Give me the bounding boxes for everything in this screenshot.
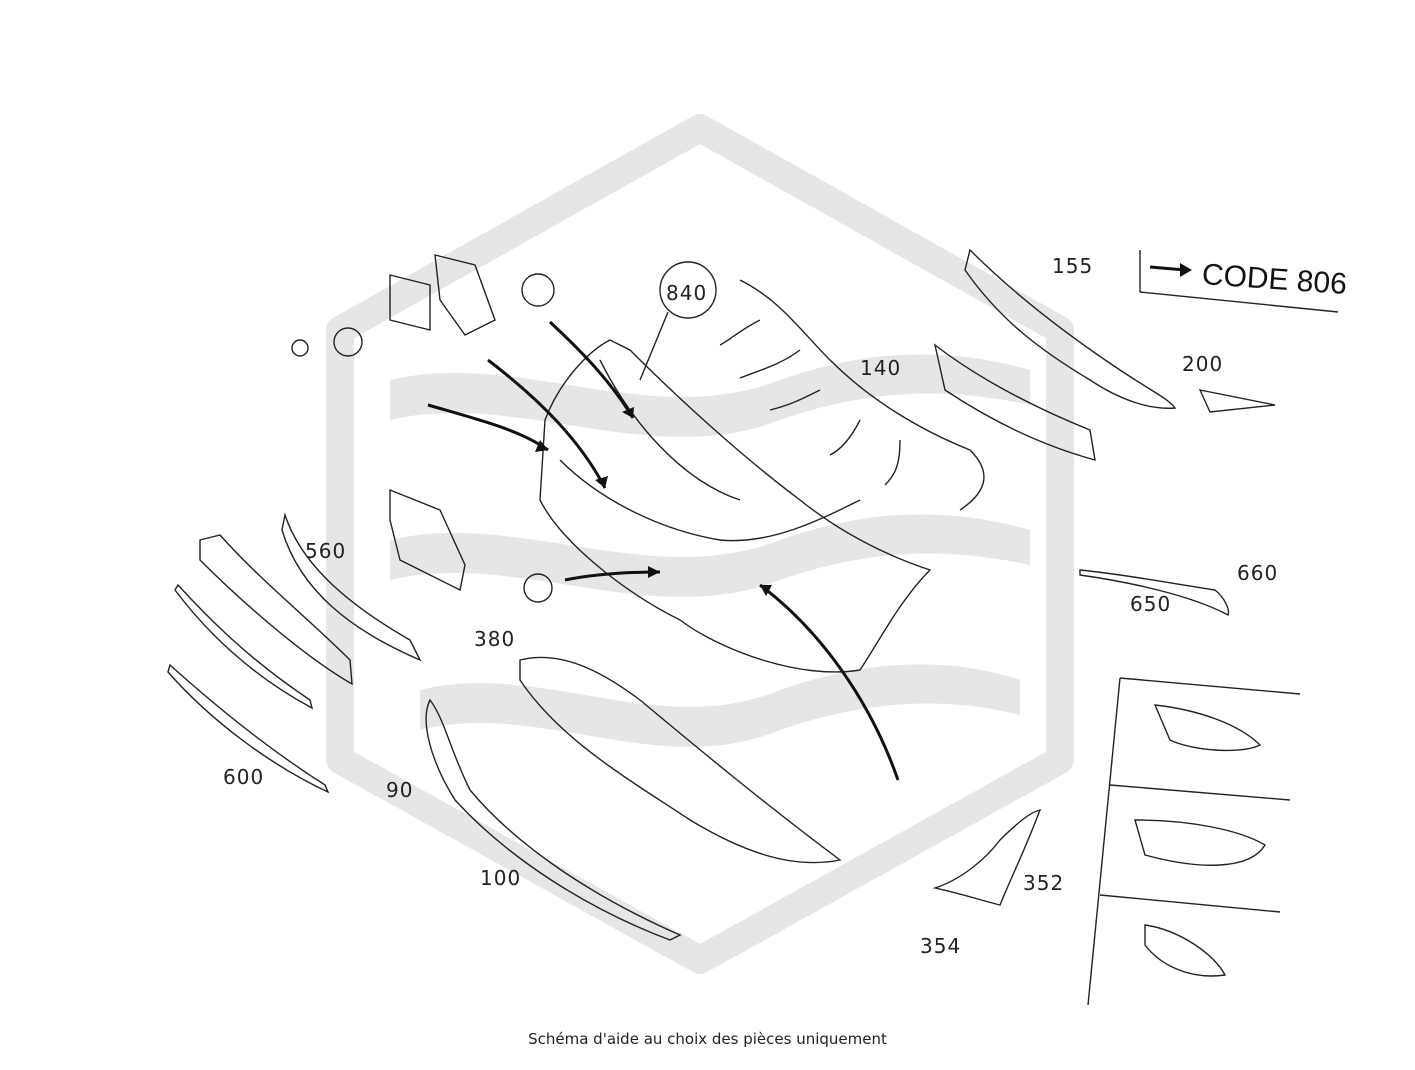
callout-600: 600 <box>223 765 265 789</box>
upper-rail <box>964 248 1177 409</box>
diagram-caption: Schéma d'aide au choix des pièces unique… <box>528 1030 887 1048</box>
callout-650: 650 <box>1130 592 1172 616</box>
callout-352: 352 <box>1023 871 1065 895</box>
parts-lines <box>167 248 1339 1006</box>
callout-380: 380 <box>474 627 516 651</box>
insert-top <box>1153 704 1262 752</box>
arrow-heads <box>535 263 1192 596</box>
callout-560: 560 <box>305 539 347 563</box>
spoiler-100 <box>425 698 682 941</box>
callout-840: 840 <box>666 281 708 305</box>
callout-200: 200 <box>1182 352 1224 376</box>
trim-strip-600 <box>167 663 330 794</box>
callout-100: 100 <box>480 866 522 890</box>
insert-mid <box>1134 819 1266 866</box>
plate-holder <box>389 488 466 592</box>
sensor-module <box>389 274 431 331</box>
grille-mesh <box>199 534 353 686</box>
callout-140: 140 <box>860 356 902 380</box>
callout-155: 155 <box>1052 254 1094 278</box>
strip-650 <box>1079 569 1230 616</box>
wiring-harness <box>739 279 985 511</box>
spoiler-352 <box>932 809 1042 906</box>
diffuser <box>519 656 842 864</box>
watermark-stripes <box>390 354 1030 747</box>
trim-strip-upper <box>174 583 314 710</box>
callout-354: 354 <box>920 934 962 958</box>
callout-660: 660 <box>1237 561 1279 585</box>
lower-bracket <box>933 343 1096 461</box>
insert-bottom <box>1144 924 1227 977</box>
emblem-star <box>521 273 555 307</box>
bumper-cover <box>539 339 932 673</box>
callout-90: 90 <box>386 778 414 802</box>
frame-560 <box>281 512 422 662</box>
